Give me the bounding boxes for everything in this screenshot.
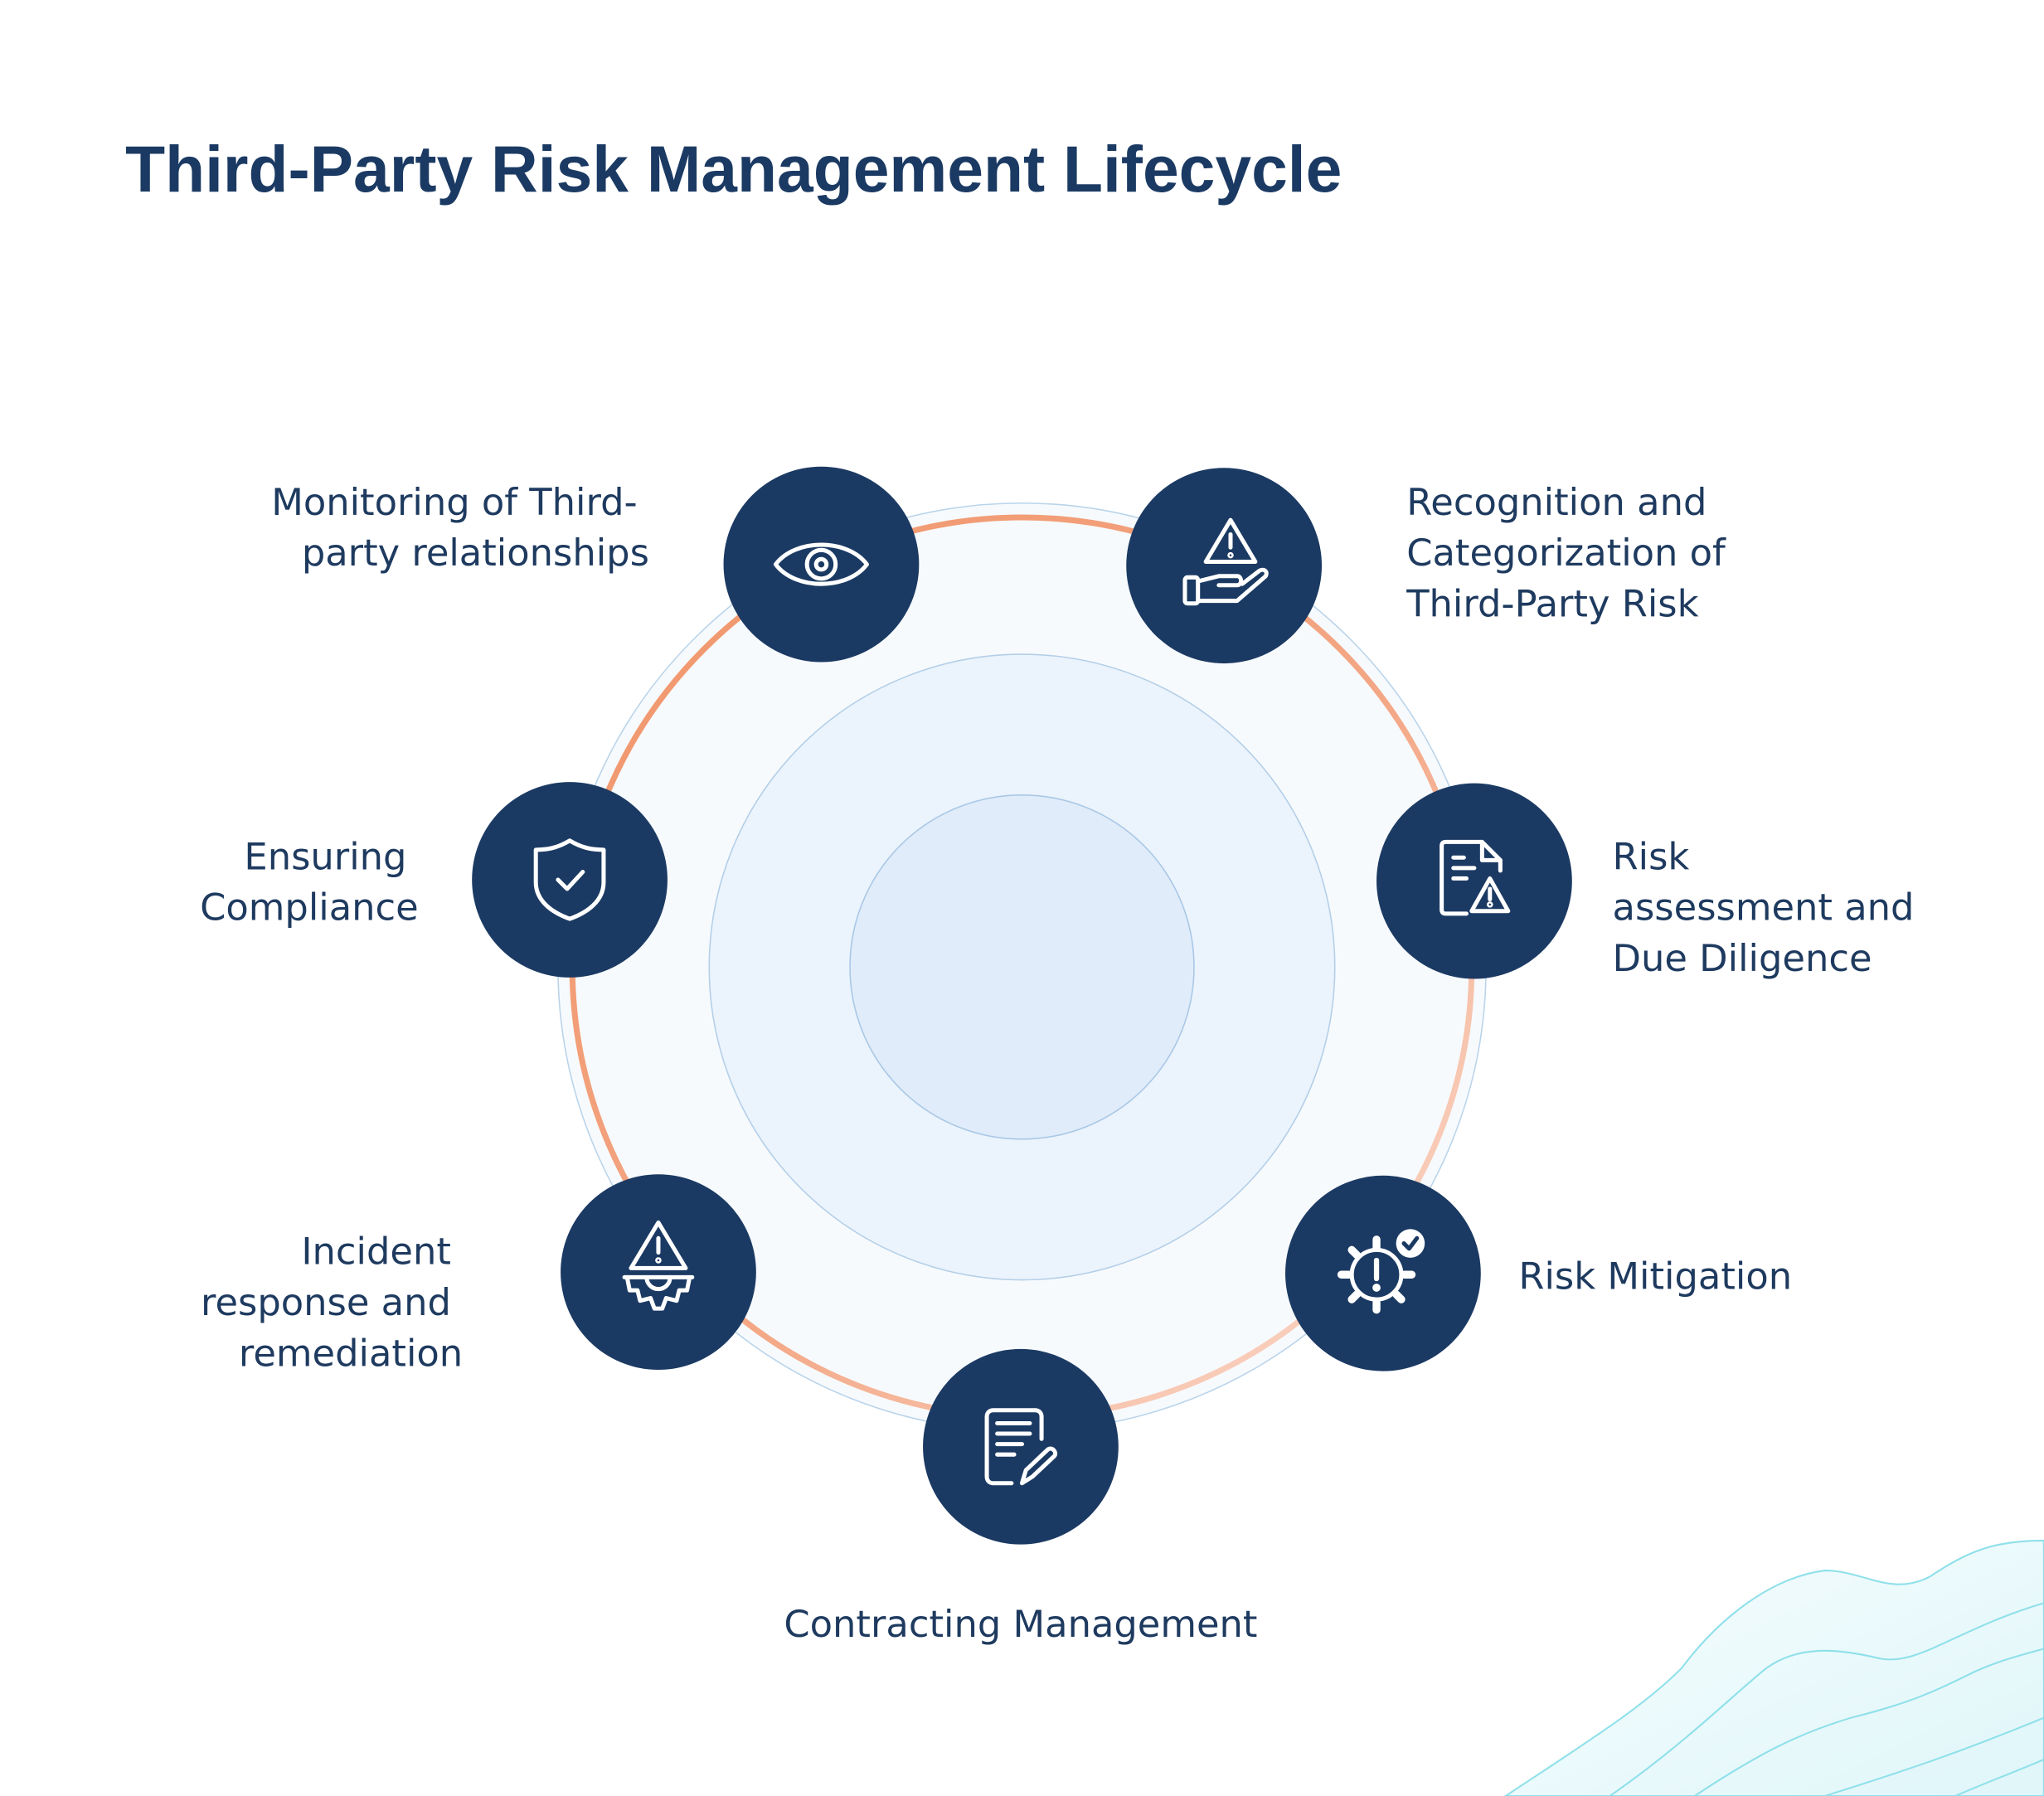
stage-label: Contracting Management [784,1602,1257,1646]
shield-check-icon [533,838,606,921]
hand-warning-icon [1182,517,1269,606]
stage-risk-mitigation[interactable]: Risk Mitigation [1285,1175,1792,1371]
stage-label: Recognition and Categorization of Third-… [1406,480,1737,626]
stage-label: Monitoring of Third- party relationships [271,480,649,575]
stage-label: Risk Mitigation [1518,1255,1792,1298]
eye-icon [773,542,869,586]
stage-contracting[interactable]: Contracting Management [784,1348,1257,1646]
stage-label: Incident response and remediation [201,1230,463,1376]
document-warning-icon [1440,839,1511,916]
stage-label: Ensuring Compliance [200,834,419,929]
stage-incident-response[interactable]: Incident response and remediation [201,1174,756,1375]
stage-compliance[interactable]: Ensuring Compliance [200,782,668,978]
stage-monitoring[interactable]: Monitoring of Third- party relationships [271,466,920,663]
page-title: Third-Party Risk Management Lifecycle [125,133,1342,206]
wave-decoration [1503,1539,2044,1796]
gear-check-icon [1337,1229,1425,1314]
stage-label: Risk assessment and Due Diligence [1613,834,1926,980]
stage-risk-assessment[interactable]: Risk assessment and Due Diligence [1376,783,1926,980]
document-edit-icon [984,1408,1058,1486]
warning-gear-icon [622,1220,695,1311]
stage-recognition[interactable]: Recognition and Categorization of Third-… [1126,468,1737,664]
inner-circle [849,794,1195,1140]
